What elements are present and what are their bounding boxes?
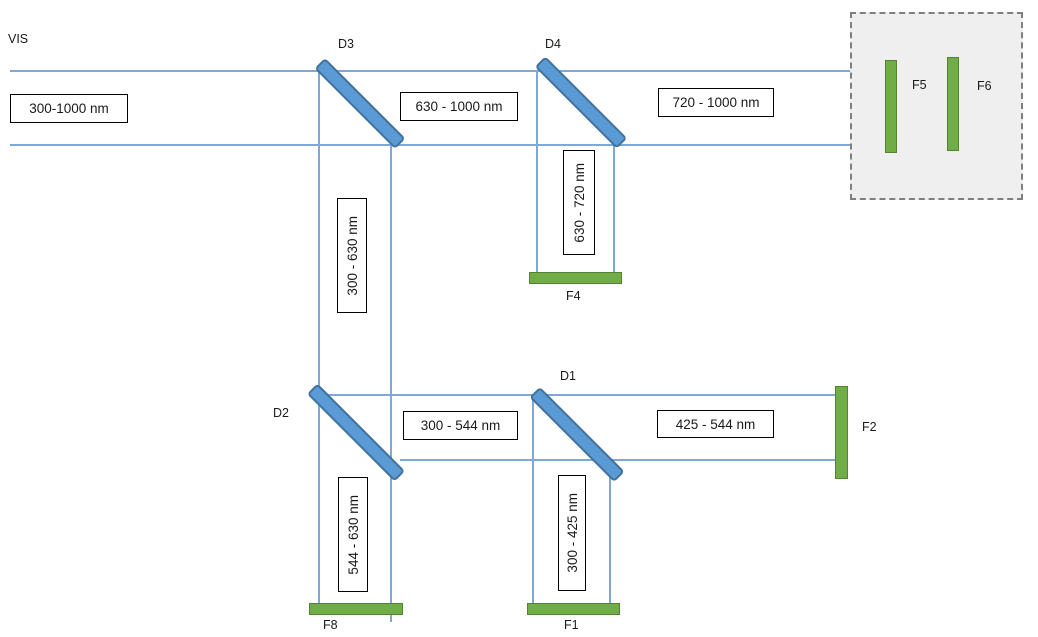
- band-box-d1-transmitted: 425 - 544 nm: [657, 410, 774, 438]
- beam-d3-reflected-right-edge: [390, 144, 392, 622]
- beam-d3-reflected-left-edge: [318, 70, 320, 603]
- detector-enclosure-box: [850, 12, 1023, 200]
- filter-f4-label: F4: [566, 289, 581, 303]
- beam-d4-reflected-left-edge: [536, 70, 538, 272]
- dichroic-mirror-d1: [529, 386, 625, 483]
- filter-f5-bar: [885, 60, 897, 153]
- filter-f2-label: F2: [862, 420, 877, 434]
- band-label-d1-transmitted: 425 - 544 nm: [675, 416, 756, 432]
- filter-f8-label: F8: [323, 618, 338, 632]
- filter-f5-label: F5: [912, 78, 927, 92]
- band-label-d1-reflected: 300 - 425 nm: [564, 493, 580, 573]
- beam-input-upper-edge: [10, 70, 850, 72]
- mirror-d1-label: D1: [560, 369, 576, 383]
- filter-f6-bar: [947, 57, 959, 151]
- beam-d4-reflected-right-edge: [613, 144, 615, 272]
- band-box-d4-reflected: 630 - 720 nm: [563, 150, 595, 255]
- filter-f8-bar: [309, 603, 403, 615]
- band-box-d1-reflected: 300 - 425 nm: [558, 475, 586, 591]
- band-label-d3-transmitted: 630 - 1000 nm: [415, 99, 503, 114]
- band-box-d2-reflected: 544 - 630 nm: [338, 477, 368, 592]
- filter-f1-label: F1: [564, 618, 579, 632]
- beam-d1-reflected-left-edge: [532, 394, 534, 603]
- band-label-d2-transmitted: 300 - 544 nm: [420, 418, 501, 433]
- source-label: VIS: [8, 32, 29, 46]
- band-label-d2-reflected: 544 - 630 nm: [345, 494, 361, 575]
- beam-d2-to-f2-upper-edge: [314, 394, 836, 396]
- band-box-input: 300-1000 nm: [10, 94, 128, 123]
- beam-d1-reflected-right-edge: [609, 459, 611, 603]
- band-label-d4-transmitted: 720 - 1000 nm: [672, 95, 760, 110]
- filter-f2-bar: [835, 386, 848, 479]
- band-box-d2-transmitted: 300 - 544 nm: [403, 411, 518, 440]
- filter-f1-bar: [527, 603, 620, 615]
- band-label-input: 300-1000 nm: [29, 101, 109, 116]
- band-box-d4-transmitted: 720 - 1000 nm: [658, 88, 774, 117]
- mirror-d2-label: D2: [273, 406, 289, 420]
- beam-input-lower-edge: [10, 144, 850, 146]
- filter-f4-bar: [529, 272, 622, 284]
- band-box-d3-reflected: 300 - 630 nm: [337, 198, 367, 313]
- band-box-d3-transmitted: 630 - 1000 nm: [400, 92, 518, 121]
- mirror-d3-label: D3: [338, 37, 354, 51]
- band-label-d3-reflected: 300 - 630 nm: [344, 215, 360, 296]
- mirror-d4-label: D4: [545, 37, 561, 51]
- beam-d2-to-f2-lower-edge: [400, 459, 836, 461]
- band-label-d4-reflected: 630 - 720 nm: [571, 162, 587, 243]
- filter-f6-label: F6: [977, 79, 992, 93]
